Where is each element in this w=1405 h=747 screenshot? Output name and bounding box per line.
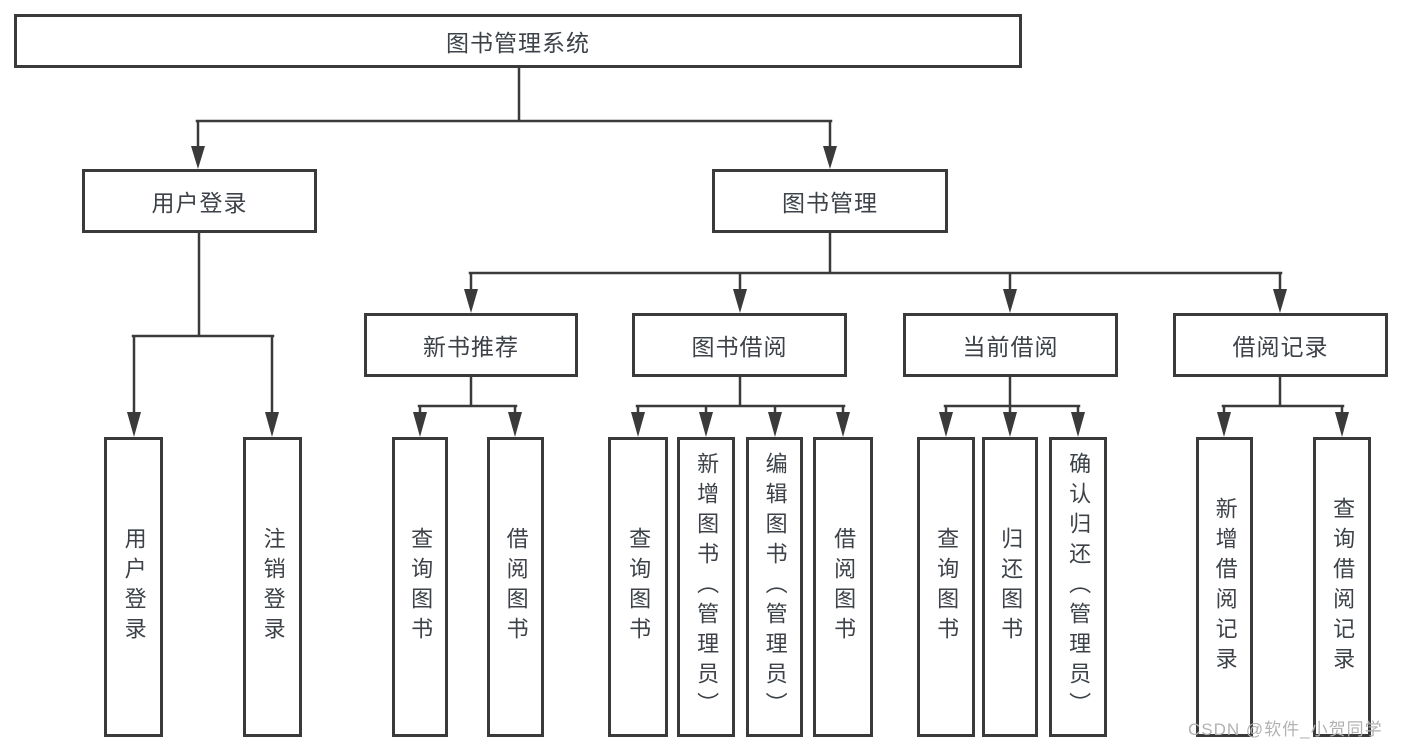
- node-leaf-query-book-current: 查询图书: [917, 437, 975, 737]
- node-label: 查询图书: [934, 527, 960, 647]
- node-leaf-confirm-return-admin: 确认归还（管理员）: [1049, 437, 1107, 737]
- node-leaf-logout: 注销登录: [243, 437, 302, 737]
- node-leaf-query-book-recommend: 查询图书: [392, 437, 448, 737]
- node-label: 新增图书（管理员）: [694, 452, 720, 722]
- node-label: 编辑图书（管理员）: [762, 452, 788, 722]
- node-book-borrow: 图书借阅: [632, 313, 847, 377]
- node-current-borrow: 当前借阅: [903, 313, 1118, 377]
- node-leaf-query-book-borrow: 查询图书: [608, 437, 668, 737]
- node-book-mgmt-module: 图书管理: [712, 169, 948, 233]
- node-label: 查询图书: [626, 527, 652, 647]
- node-label: 借阅记录: [1232, 334, 1329, 360]
- node-leaf-add-borrow-record: 新增借阅记录: [1196, 437, 1253, 737]
- node-leaf-user-login: 用户登录: [104, 437, 163, 737]
- connector-book-borrow-children: [631, 375, 850, 437]
- node-user-login-module: 用户登录: [82, 169, 317, 233]
- connector-new-book-children: [413, 375, 522, 437]
- node-leaf-return-book: 归还图书: [982, 437, 1038, 737]
- node-leaf-borrow-book: 借阅图书: [813, 437, 873, 737]
- node-leaf-borrow-book-recommend: 借阅图书: [487, 437, 544, 737]
- node-label: 用户登录: [121, 527, 147, 647]
- node-new-book-recommend: 新书推荐: [364, 313, 578, 377]
- node-label: 用户登录: [151, 190, 248, 216]
- node-label: 查询图书: [408, 527, 434, 647]
- node-label: 图书管理系统: [446, 30, 590, 56]
- node-label: 借阅图书: [503, 527, 529, 647]
- connector-current-borrow-children: [939, 375, 1085, 437]
- node-leaf-query-borrow-record: 查询借阅记录: [1313, 437, 1371, 737]
- node-label: 借阅图书: [831, 527, 857, 647]
- node-label: 查询借阅记录: [1330, 497, 1356, 677]
- node-system-title: 图书管理系统: [14, 14, 1022, 68]
- node-label: 新增借阅记录: [1212, 497, 1238, 677]
- node-borrow-record: 借阅记录: [1173, 313, 1388, 377]
- csdn-watermark: CSDN @软件_小贺同学: [1188, 720, 1383, 739]
- connector-book-mgmt-children: [464, 231, 1287, 313]
- node-label: 确认归还（管理员）: [1066, 452, 1092, 722]
- node-label: 图书管理: [782, 190, 878, 216]
- node-label: 归还图书: [998, 527, 1024, 647]
- node-label: 注销登录: [260, 527, 286, 647]
- node-leaf-edit-book-admin: 编辑图书（管理员）: [746, 437, 803, 737]
- connector-borrow-record-children: [1217, 375, 1349, 437]
- node-label: 当前借阅: [962, 334, 1059, 360]
- node-label: 图书借阅: [691, 334, 788, 360]
- node-leaf-add-book-admin: 新增图书（管理员）: [677, 437, 735, 737]
- connector-root-children: [191, 66, 837, 169]
- node-label: 新书推荐: [423, 334, 519, 360]
- connector-user-login-children: [127, 231, 279, 437]
